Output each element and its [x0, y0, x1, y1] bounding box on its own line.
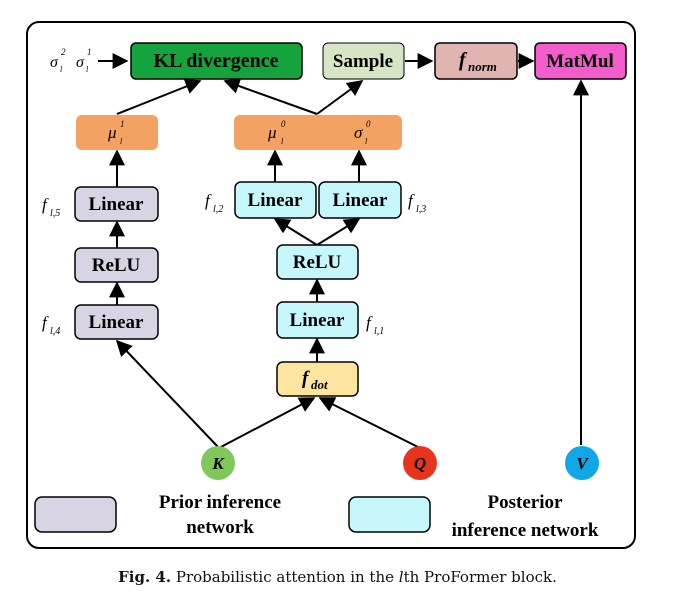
legend-prior: Prior inference network — [34, 492, 281, 538]
posterior-relu-node: ReLU — [276, 244, 359, 280]
posterior-linear-left-node: Linear — [234, 181, 317, 219]
svg-text:f: f — [302, 368, 310, 389]
svg-text:dot: dot — [311, 377, 328, 392]
arrow-post-to-sample — [316, 80, 364, 115]
fnorm-node: f norm — [434, 42, 518, 80]
posterior-linear-right-node: Linear — [318, 181, 402, 219]
svg-text:l: l — [86, 65, 89, 74]
label-f-l2: f l,2 — [205, 191, 223, 215]
svg-text:l: l — [281, 137, 284, 146]
prior-relu-node: ReLU — [74, 247, 159, 283]
svg-text:MatMul: MatMul — [546, 51, 614, 72]
svg-text:norm: norm — [468, 59, 497, 74]
svg-text:f: f — [42, 313, 49, 332]
legend-posterior-line2: inference network — [452, 520, 599, 541]
legend-prior-line2: network — [186, 517, 254, 538]
svg-text:l: l — [365, 137, 368, 146]
svg-text:0: 0 — [281, 119, 286, 129]
prior-linear-bottom-node: Linear — [74, 304, 159, 340]
svg-text:l,5: l,5 — [50, 208, 60, 219]
svg-text:KL divergence: KL divergence — [154, 50, 279, 72]
label-f-l5: f l,5 — [42, 195, 60, 219]
label-f-l4: f l,4 — [42, 313, 60, 337]
matmul-node: MatMul — [534, 42, 627, 80]
k-input-node: K — [201, 446, 235, 480]
arrow-k-to-fdot — [218, 397, 316, 449]
legend-prior-swatch — [34, 496, 117, 533]
arrow-post-to-kl — [223, 78, 318, 115]
prior-linear-top-node: Linear — [74, 186, 159, 222]
svg-text:l,3: l,3 — [416, 204, 426, 215]
posterior-linear-bottom-node: Linear — [276, 301, 359, 339]
probabilistic-attention-diagram: σ 2 l σ 1 l KL divergence Sample f norm … — [26, 21, 636, 549]
svg-text:f: f — [459, 49, 468, 71]
svg-text:Linear: Linear — [333, 190, 388, 211]
fdot-node: f dot — [276, 361, 359, 397]
legend-prior-line1: Prior inference — [159, 492, 281, 513]
svg-text:Linear: Linear — [89, 312, 144, 333]
svg-text:f: f — [42, 195, 49, 214]
figure-caption: Fig. 4. Probabilistic attention in the l… — [0, 568, 675, 586]
q-input-node: Q — [403, 446, 437, 480]
svg-text:l,2: l,2 — [213, 204, 223, 215]
svg-text:f: f — [366, 313, 373, 332]
label-f-l3: f l,3 — [408, 191, 426, 215]
legend-posterior: Posterior inference network — [348, 492, 599, 541]
svg-text:Linear: Linear — [248, 190, 303, 211]
legend-posterior-line1: Posterior — [488, 492, 563, 513]
label-f-l1: f l,1 — [366, 313, 384, 337]
svg-text:2: 2 — [61, 47, 66, 57]
svg-text:l: l — [120, 137, 123, 146]
svg-text:0: 0 — [366, 119, 371, 129]
kl-input-labels: σ 2 l σ 1 l — [50, 47, 92, 74]
svg-text:ReLU: ReLU — [92, 255, 141, 276]
kl-divergence-node: KL divergence — [130, 42, 303, 80]
svg-text:Sample: Sample — [333, 51, 393, 72]
svg-text:l,4: l,4 — [50, 326, 60, 337]
arrow-relu-to-linear3 — [316, 218, 361, 246]
svg-text:Linear: Linear — [89, 194, 144, 215]
arrow-mu1-to-kl — [116, 78, 202, 115]
svg-text:1: 1 — [120, 119, 125, 129]
svg-text:ReLU: ReLU — [293, 252, 342, 273]
arrow-k-to-linear4 — [115, 339, 220, 449]
legend-posterior-swatch — [348, 496, 431, 533]
prior-mu-box: μ 1 l — [76, 115, 158, 150]
arrow-q-to-fdot — [318, 397, 421, 449]
svg-text:l,1: l,1 — [374, 326, 384, 337]
connectors — [98, 53, 589, 449]
caption-label: Fig. 4. — [118, 568, 172, 586]
svg-text:μ: μ — [267, 123, 277, 142]
v-input-node: V — [565, 446, 599, 480]
outer-frame — [26, 21, 636, 549]
arrow-relu-to-linear2 — [273, 218, 318, 246]
svg-text:K: K — [211, 454, 225, 473]
svg-text:Linear: Linear — [290, 310, 345, 331]
svg-text:l: l — [60, 65, 63, 74]
svg-text:V: V — [576, 454, 589, 473]
svg-text:σ: σ — [354, 123, 363, 142]
svg-text:μ: μ — [107, 123, 117, 142]
svg-text:Q: Q — [414, 454, 426, 473]
caption-italic-l: l — [398, 568, 404, 586]
svg-text:σ: σ — [50, 54, 59, 71]
sample-node: Sample — [322, 42, 405, 80]
posterior-mu-sigma-box: μ 0 l σ 0 l — [234, 115, 402, 150]
svg-text:f: f — [408, 191, 415, 210]
svg-text:1: 1 — [87, 47, 92, 57]
svg-text:σ: σ — [76, 54, 85, 71]
svg-text:f: f — [205, 191, 212, 210]
caption-text-after: th ProFormer block. — [403, 568, 557, 586]
caption-text-before: Probabilistic attention in the — [175, 568, 394, 586]
